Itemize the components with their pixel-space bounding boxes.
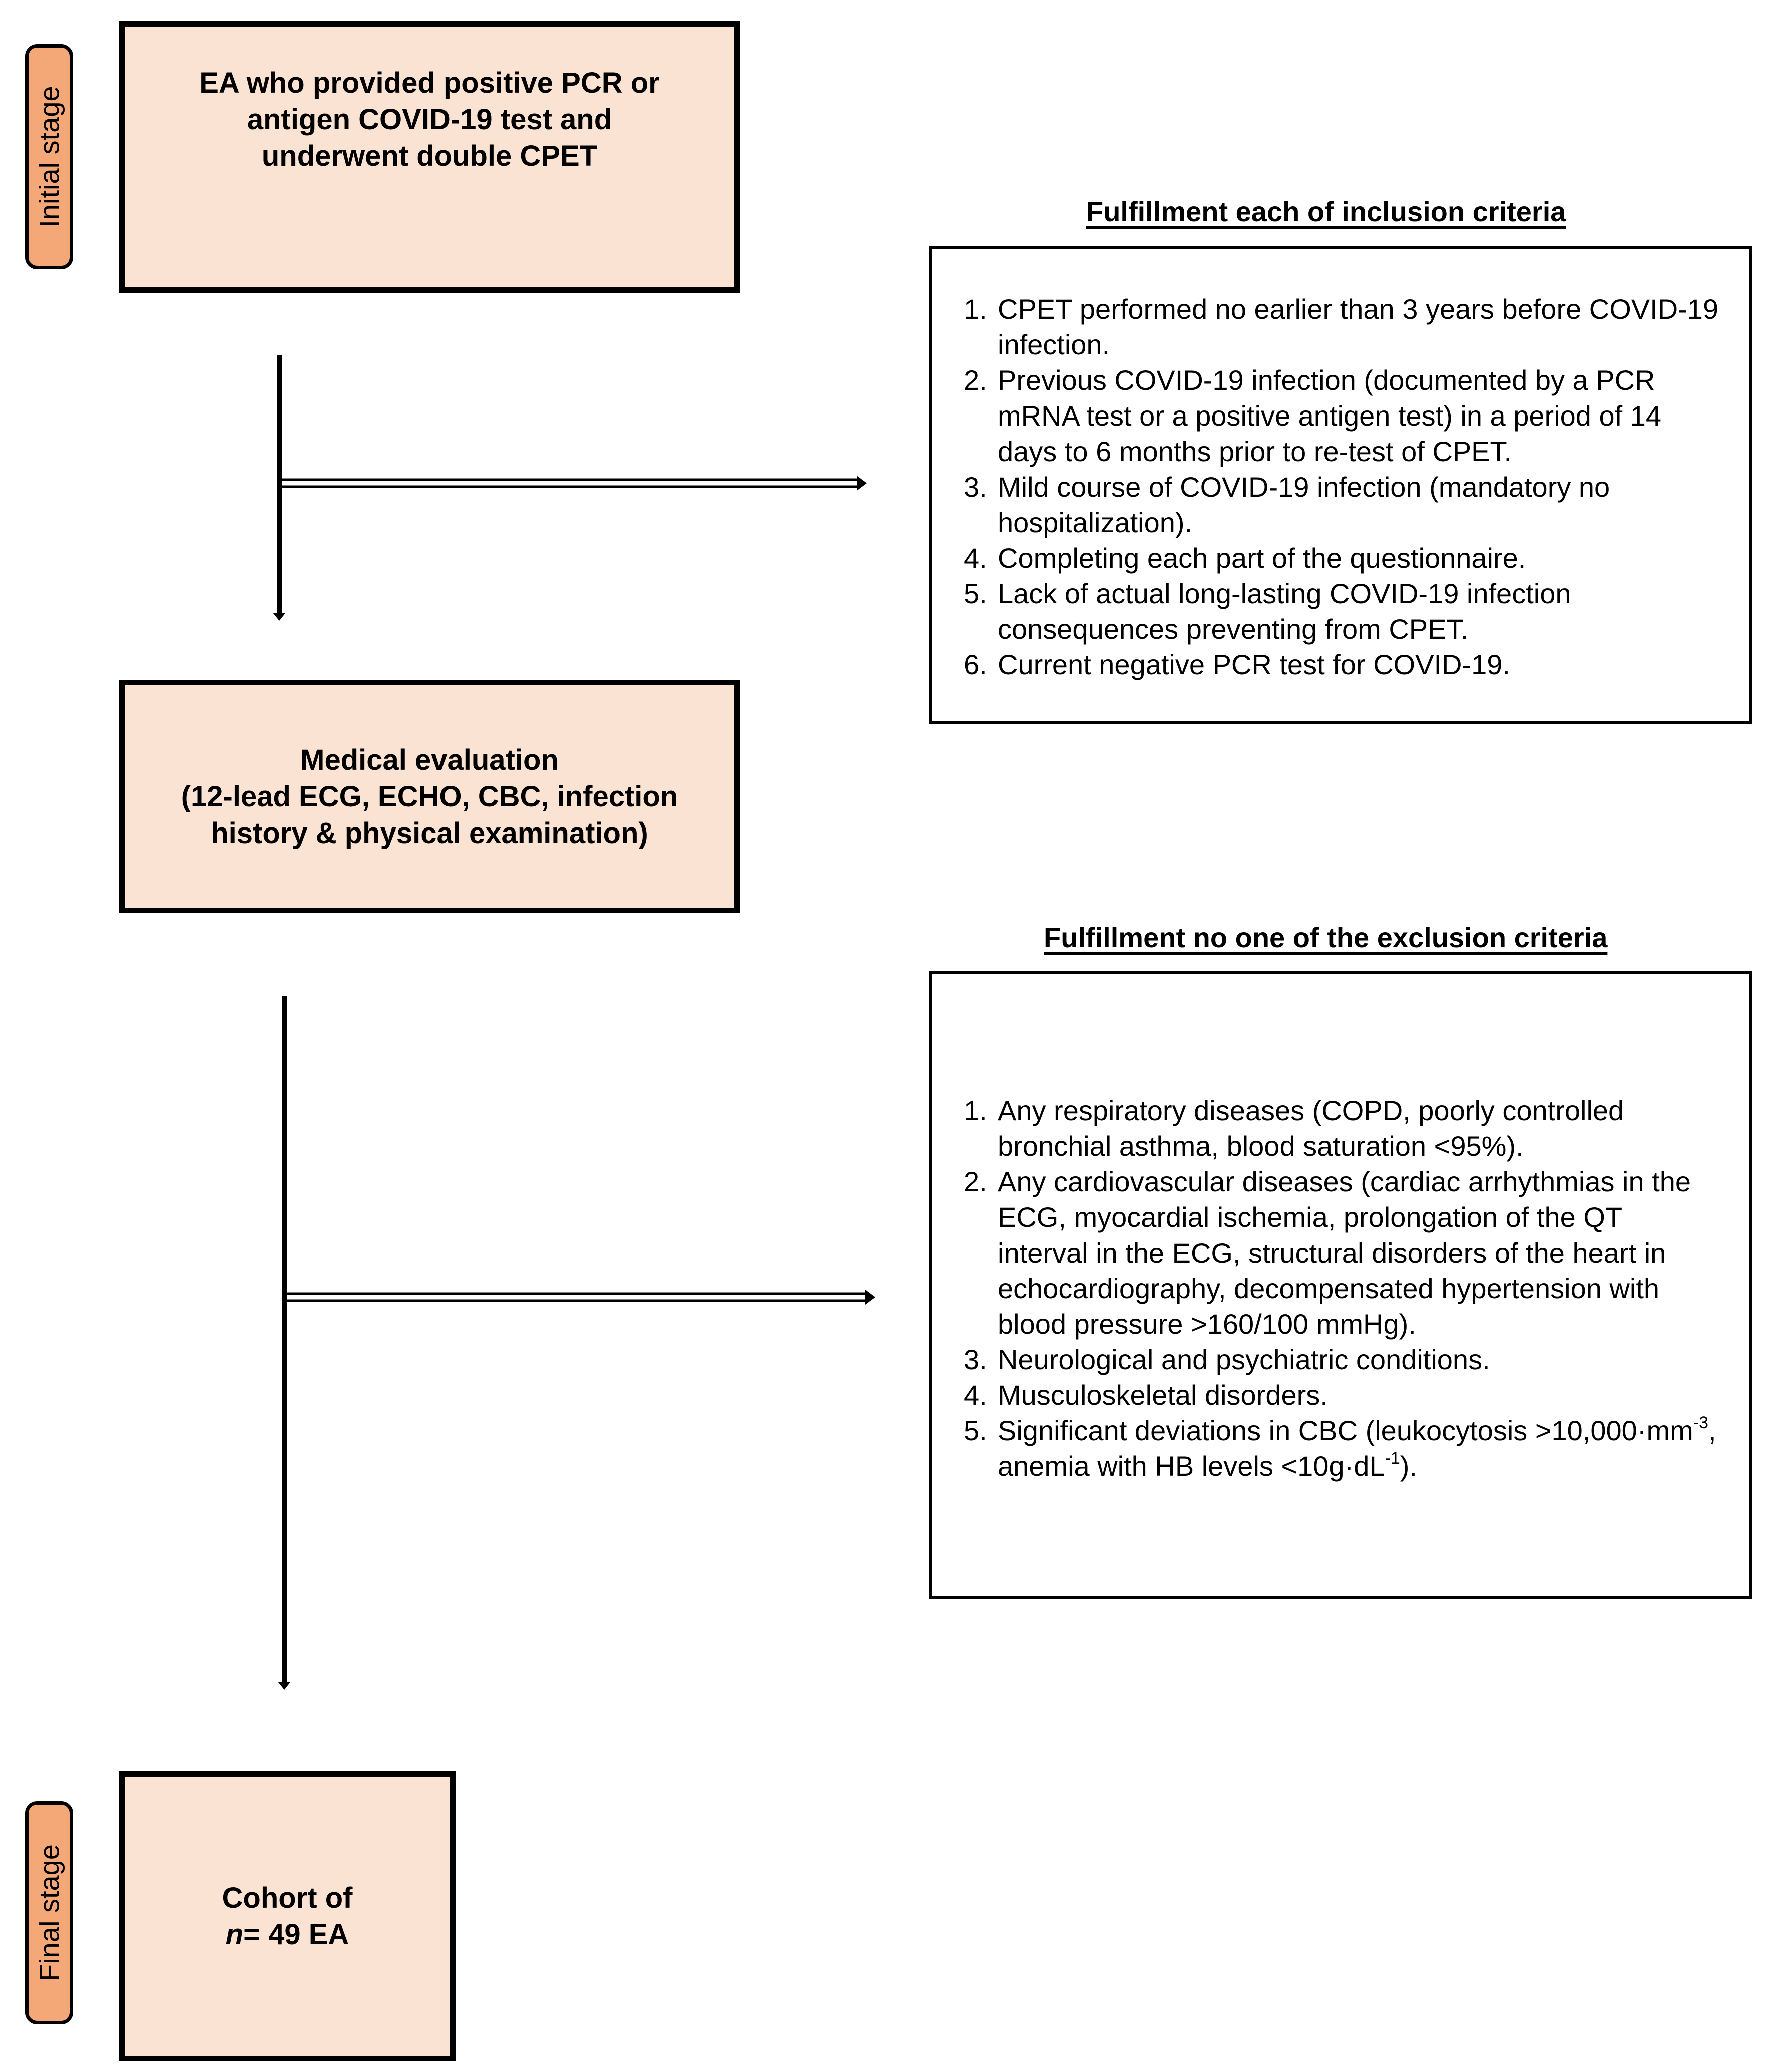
exclusion-item5-part3: ). xyxy=(1400,1450,1417,1482)
exclusion-item-text: Any respiratory diseases (COPD, poorly c… xyxy=(998,1095,1624,1162)
arrowhead-down-2 xyxy=(278,1682,290,1690)
inclusion-item-number: 1. xyxy=(964,293,987,325)
inclusion-item: 3. Mild course of COVID-19 infection (man… xyxy=(964,469,1719,540)
exclusion-item: 3. Neurological and psychiatric condition… xyxy=(964,1342,1719,1377)
inclusion-item: 1. CPET performed no earlier than 3 years… xyxy=(964,291,1719,362)
exclusion-item-number: 4. xyxy=(964,1379,987,1411)
medical-evaluation-line-2: (12-lead ECG, ECHO, CBC, infection xyxy=(181,780,678,813)
exclusion-item5-part1: Significant deviations in CBC (leukocyto… xyxy=(998,1415,1693,1446)
exclusion-item5-sup1: -3 xyxy=(1693,1413,1708,1433)
exclusion-item-text: Neurological and psychiatric conditions. xyxy=(998,1344,1490,1375)
inclusion-item: 2. Previous COVID-19 infection (documente… xyxy=(964,362,1719,469)
medical-evaluation-box: Medical evaluation (12-lead ECG, ECHO, C… xyxy=(119,680,740,913)
exclusion-item5-sup2: -1 xyxy=(1385,1449,1400,1468)
medical-evaluation-text: Medical evaluation (12-lead ECG, ECHO, C… xyxy=(181,742,678,852)
initial-box-line-1: EA who provided positive PCR or xyxy=(199,67,660,99)
inclusion-box xyxy=(929,246,1752,724)
arrowhead-down-1 xyxy=(273,613,285,621)
exclusion-item: 1. Any respiratory diseases (COPD, poorly… xyxy=(964,1093,1719,1164)
cohort-line-1: Cohort of xyxy=(222,1882,353,1914)
initial-box-line-3: underwent double CPET xyxy=(261,140,598,172)
inclusion-item-text: Lack of actual long-lasting COVID-19 inf… xyxy=(998,578,1571,645)
exclusion-item-text: Musculoskeletal disorders. xyxy=(998,1379,1328,1411)
inclusion-item-text: Completing each part of the questionnair… xyxy=(998,542,1526,574)
exclusion-title: Fulfillment no one of the exclusion crit… xyxy=(1044,922,1608,953)
exclusion-item: 2. Any cardiovascular diseases (cardiac a… xyxy=(964,1164,1719,1342)
exclusion-item-number: 2. xyxy=(964,1166,987,1197)
medical-evaluation-line-1: Medical evaluation xyxy=(300,743,559,776)
exclusion-item: 5. Significant deviations in CBC (leukocy… xyxy=(964,1413,1719,1484)
inclusion-item-number: 4. xyxy=(964,542,987,574)
initial-box-text: EA who provided positive PCR or antigen … xyxy=(199,65,660,174)
inclusion-item-text: Mild course of COVID-19 infection (manda… xyxy=(998,471,1610,538)
exclusion-item: 4. Musculoskeletal disorders. xyxy=(964,1377,1719,1413)
exclusion-box xyxy=(929,971,1752,1599)
inclusion-item-number: 6. xyxy=(964,649,987,680)
inclusion-item-text: Previous COVID-19 infection (documented … xyxy=(998,364,1662,467)
inclusion-item-text: Current negative PCR test for COVID-19. xyxy=(998,649,1510,680)
initial-stage-tab: Initial stage xyxy=(25,44,73,269)
inclusion-item: 6. Current negative PCR test for COVID-19… xyxy=(964,647,1719,682)
cohort-box: Cohort of n= 49 EA xyxy=(119,1771,456,2061)
initial-box-line-2: antigen COVID-19 test and xyxy=(247,103,612,136)
inclusion-title: Fulfillment each of inclusion criteria xyxy=(1086,196,1566,227)
exclusion-item-number: 5. xyxy=(964,1415,987,1446)
inclusion-list: 1. CPET performed no earlier than 3 years… xyxy=(964,291,1719,682)
cohort-count: = 49 EA xyxy=(243,1918,349,1951)
exclusion-item-number: 3. xyxy=(964,1344,987,1375)
cohort-n-symbol: n xyxy=(225,1918,244,1951)
cohort-line-2: n= 49 EA xyxy=(222,1916,353,1953)
inclusion-item-text: CPET performed no earlier than 3 years b… xyxy=(998,293,1719,360)
inclusion-item: 5. Lack of actual long-lasting COVID-19 i… xyxy=(964,576,1719,647)
initial-box: EA who provided positive PCR or antigen … xyxy=(119,21,740,293)
inclusion-item: 4. Completing each part of the questionna… xyxy=(964,540,1719,576)
arrowhead-right-1 xyxy=(857,476,867,491)
cohort-text: Cohort of n= 49 EA xyxy=(222,1880,353,1953)
exclusion-list: 1. Any respiratory diseases (COPD, poorly… xyxy=(964,1093,1719,1484)
medical-evaluation-line-3: history & physical examination) xyxy=(211,816,648,850)
inclusion-item-number: 3. xyxy=(964,471,987,503)
exclusion-item-text: Significant deviations in CBC (leukocyto… xyxy=(998,1413,1719,1484)
exclusion-item5-part2: , anemia with HB levels <10g·dL xyxy=(998,1415,1716,1482)
exclusion-item-number: 1. xyxy=(964,1095,987,1126)
inclusion-item-number: 2. xyxy=(964,364,987,396)
arrowhead-right-2 xyxy=(865,1290,875,1305)
inclusion-item-number: 5. xyxy=(964,578,987,609)
exclusion-item-text: Any cardiovascular diseases (cardiac arr… xyxy=(998,1166,1691,1340)
final-stage-tab: Final stage xyxy=(25,1801,73,2024)
